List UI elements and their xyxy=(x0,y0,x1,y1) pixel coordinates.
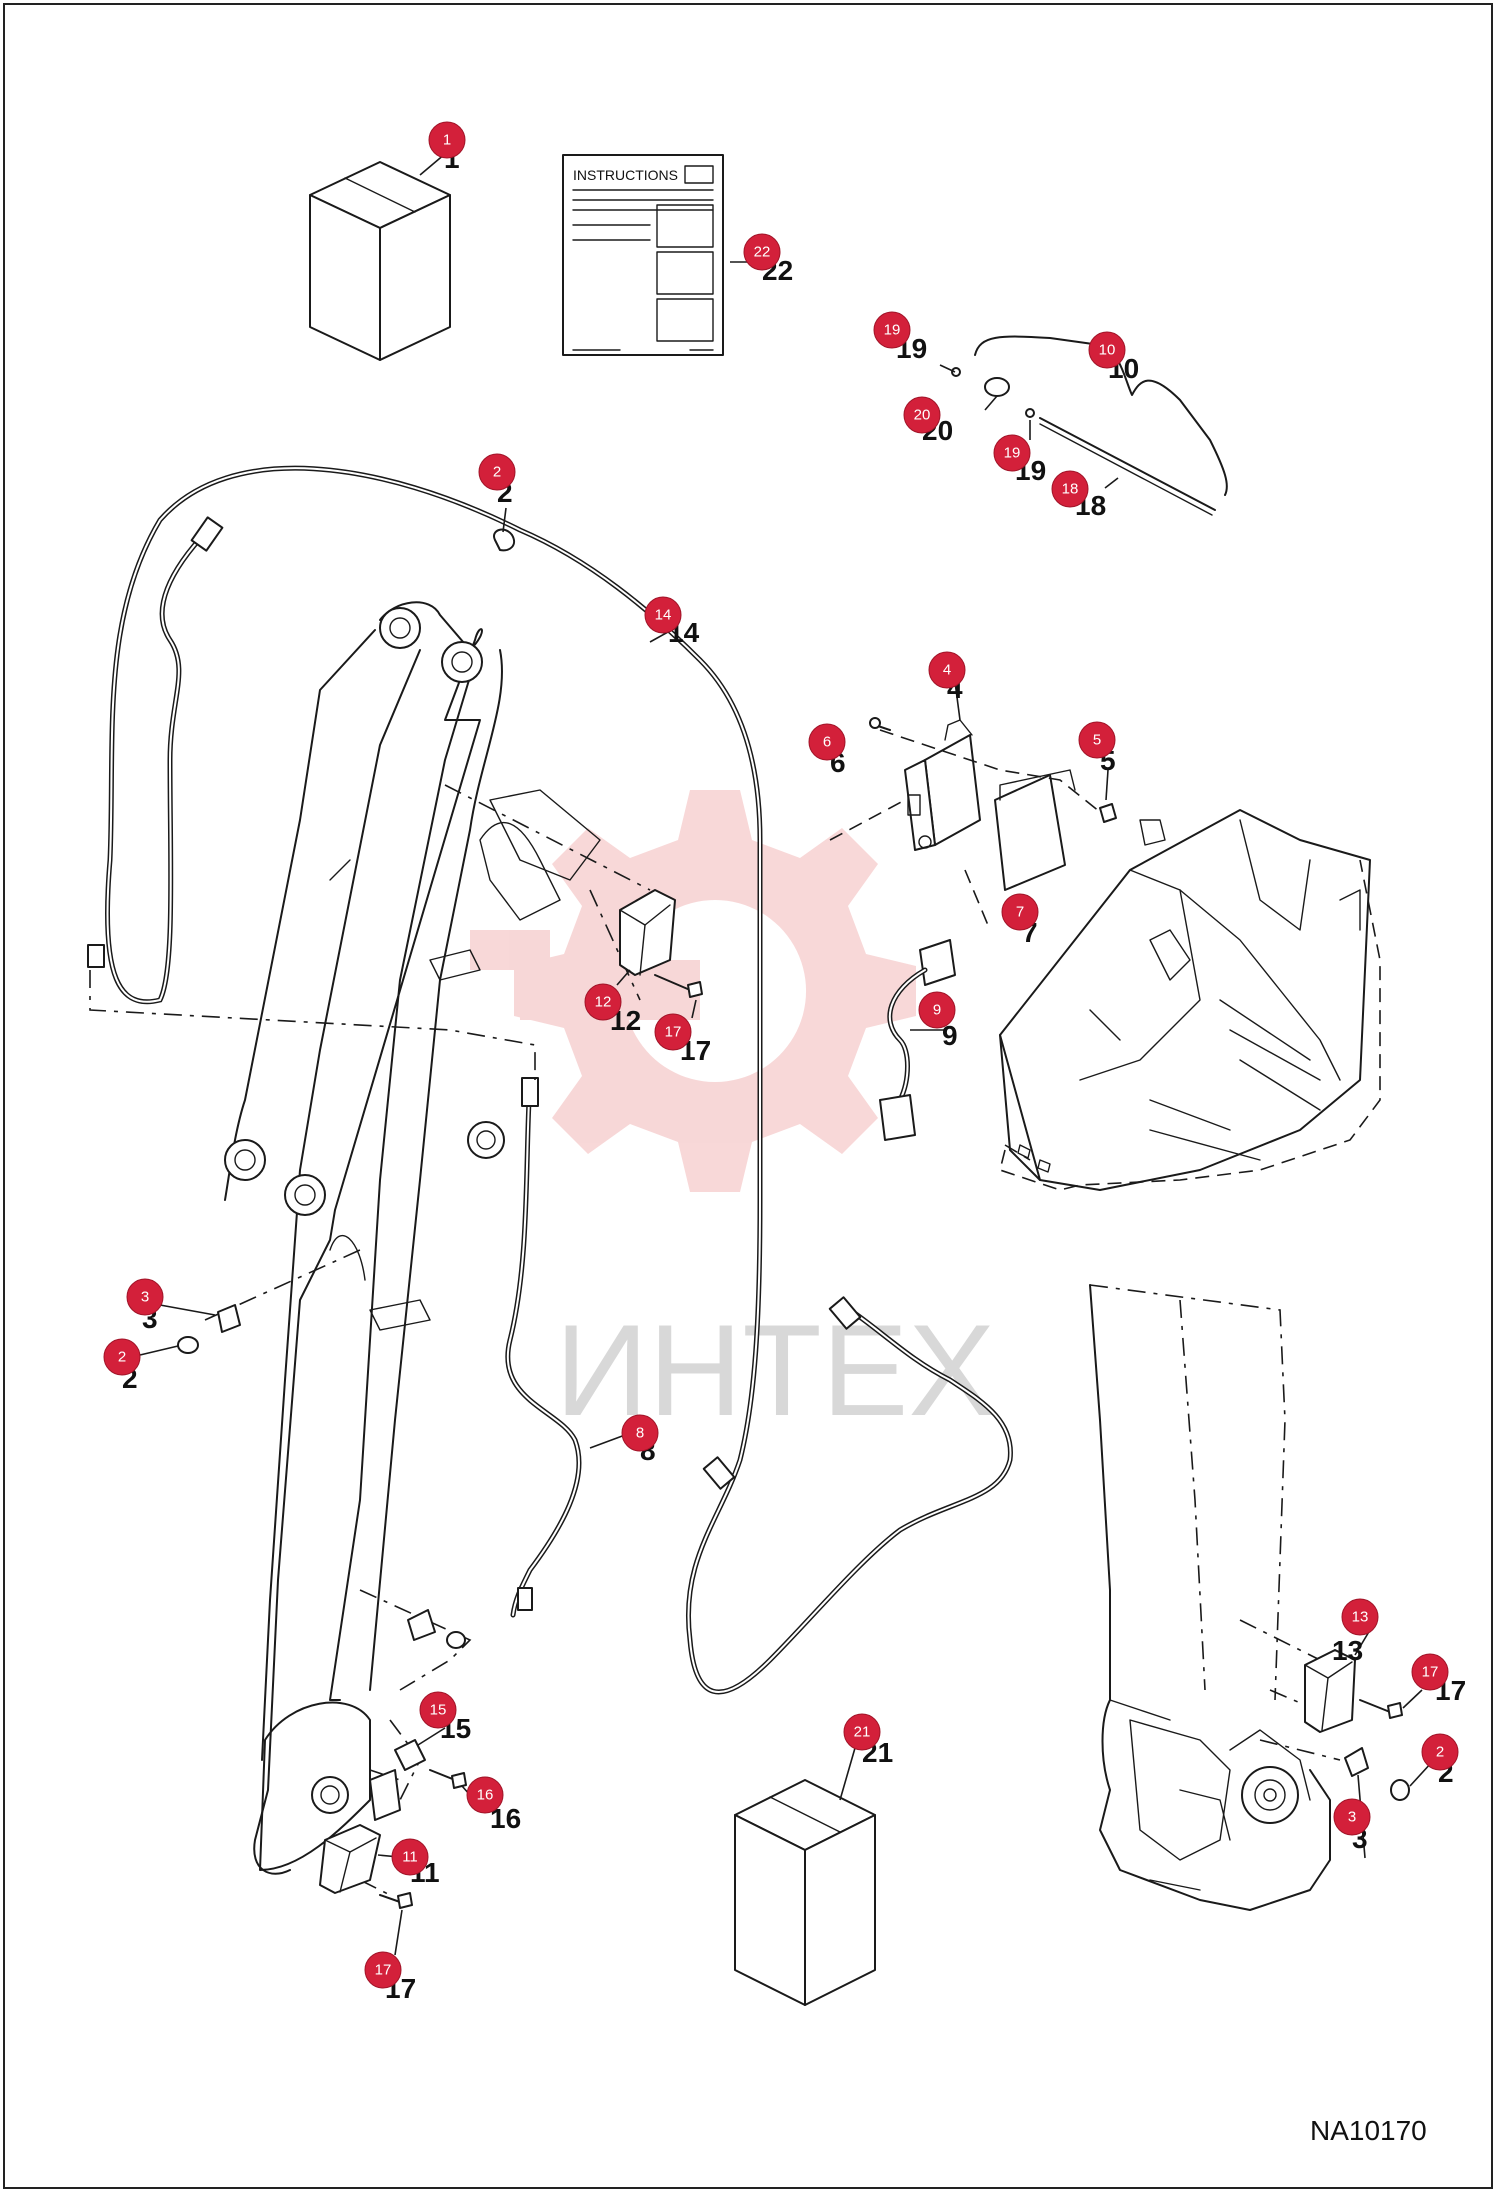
svg-text:6: 6 xyxy=(823,734,831,751)
badge-14: 14 xyxy=(644,596,682,634)
part-4-controller xyxy=(904,719,981,851)
svg-text:5: 5 xyxy=(1093,732,1101,749)
callout-badges: 1 22 19 10 20 19 18 2 14 4 6 5 7 12 17 9… xyxy=(103,121,1459,1989)
part-5-bolt xyxy=(1099,803,1117,823)
num-9: 9 xyxy=(942,1020,958,1051)
part-15-bracket xyxy=(369,1739,426,1821)
part-16-nut xyxy=(429,1769,467,1789)
boom-arm xyxy=(224,601,601,1875)
figure-code: NA10170 xyxy=(1310,2115,1427,2146)
svg-text:17: 17 xyxy=(375,1962,392,1979)
part-2-clamp-left xyxy=(177,1336,199,1354)
badge-16: 16 xyxy=(466,1776,504,1814)
badge-3a: 3 xyxy=(126,1278,164,1316)
svg-text:18: 18 xyxy=(1062,481,1079,498)
svg-text:9: 9 xyxy=(933,1002,941,1019)
assembly-line-controller xyxy=(879,729,1101,813)
svg-text:21: 21 xyxy=(854,1724,871,1741)
svg-text:16: 16 xyxy=(477,1787,494,1804)
svg-text:3: 3 xyxy=(141,1289,149,1306)
svg-text:19: 19 xyxy=(1004,445,1021,462)
part-10-rod-assembly xyxy=(951,335,1228,516)
part-12-module xyxy=(619,889,676,976)
svg-text:13: 13 xyxy=(1352,1609,1369,1626)
badge-19b: 19 xyxy=(993,434,1031,472)
num-13: 13 xyxy=(1332,1635,1363,1666)
svg-text:17: 17 xyxy=(665,1024,682,1041)
part-9-jumper-harness xyxy=(879,939,956,1141)
part-17-bolt-lower xyxy=(379,1892,413,1909)
assembly-line-controller-3 xyxy=(964,869,991,931)
badge-17c: 17 xyxy=(364,1951,402,1989)
badge-8: 8 xyxy=(621,1414,659,1452)
part-3-clip-boom-lower xyxy=(407,1609,466,1649)
badge-10: 10 xyxy=(1088,331,1126,369)
badge-15: 15 xyxy=(419,1691,457,1729)
svg-text:8: 8 xyxy=(636,1425,644,1442)
badge-21: 21 xyxy=(843,1713,881,1751)
part-8-harness xyxy=(505,1077,582,1618)
bucket-arm xyxy=(1089,1284,1331,1911)
badge-11: 11 xyxy=(391,1838,429,1876)
badge-5: 5 xyxy=(1078,721,1116,759)
badge-3b: 3 xyxy=(1333,1798,1371,1836)
svg-text:17: 17 xyxy=(1422,1664,1439,1681)
part-6-screw xyxy=(869,717,891,731)
part-21-kit-box xyxy=(734,1779,876,2006)
part-7-bracket xyxy=(994,769,1076,891)
badge-7: 7 xyxy=(1001,893,1039,931)
svg-text:22: 22 xyxy=(754,244,771,261)
svg-text:7: 7 xyxy=(1016,904,1024,921)
badge-9: 9 xyxy=(918,991,956,1029)
part-17-bolt-upper xyxy=(654,974,703,998)
part-2-clamp-right xyxy=(1390,1779,1410,1801)
svg-text:20: 20 xyxy=(914,407,931,424)
badge-17a: 17 xyxy=(654,1013,692,1051)
svg-text:14: 14 xyxy=(655,607,672,624)
badge-19a: 19 xyxy=(873,311,911,349)
badge-1: 1 xyxy=(428,121,466,159)
svg-text:4: 4 xyxy=(943,662,951,679)
badge-4: 4 xyxy=(928,651,966,689)
part-22-instructions-sheet: INSTRUCTIONS xyxy=(562,154,724,356)
badge-20: 20 xyxy=(903,396,941,434)
badge-18: 18 xyxy=(1051,470,1089,508)
badge-2a: 2 xyxy=(478,453,516,491)
svg-text:2: 2 xyxy=(118,1349,126,1366)
assembly-line-controller-2 xyxy=(829,799,906,841)
part-2-clamp-top xyxy=(493,528,516,552)
part-1-kit-box xyxy=(309,161,451,361)
svg-text:3: 3 xyxy=(1348,1809,1356,1826)
instructions-label: INSTRUCTIONS xyxy=(573,167,678,183)
part-11-module xyxy=(319,1824,381,1894)
badge-12: 12 xyxy=(584,983,622,1021)
badge-2c: 2 xyxy=(1421,1733,1459,1771)
svg-text:12: 12 xyxy=(595,994,612,1011)
svg-text:1: 1 xyxy=(443,132,451,149)
diagram-frame xyxy=(3,3,1493,2189)
svg-text:2: 2 xyxy=(1436,1744,1444,1761)
svg-text:10: 10 xyxy=(1099,342,1116,359)
part-13-module xyxy=(1304,1649,1356,1733)
cab-frame xyxy=(999,809,1381,1191)
badge-22: 22 xyxy=(743,233,781,271)
svg-text:19: 19 xyxy=(884,322,901,339)
badge-6: 6 xyxy=(808,723,846,761)
svg-text:11: 11 xyxy=(402,1849,418,1866)
part-3-clip-left xyxy=(217,1304,241,1333)
part-3-clip-right xyxy=(1344,1747,1369,1777)
badge-17b: 17 xyxy=(1411,1653,1449,1691)
badge-13: 13 xyxy=(1341,1598,1379,1636)
badge-2b: 2 xyxy=(103,1338,141,1376)
part-17-bolt-right xyxy=(1359,1699,1403,1719)
svg-text:2: 2 xyxy=(493,464,501,481)
svg-text:15: 15 xyxy=(430,1702,447,1719)
part-14-harness xyxy=(87,465,1013,1695)
